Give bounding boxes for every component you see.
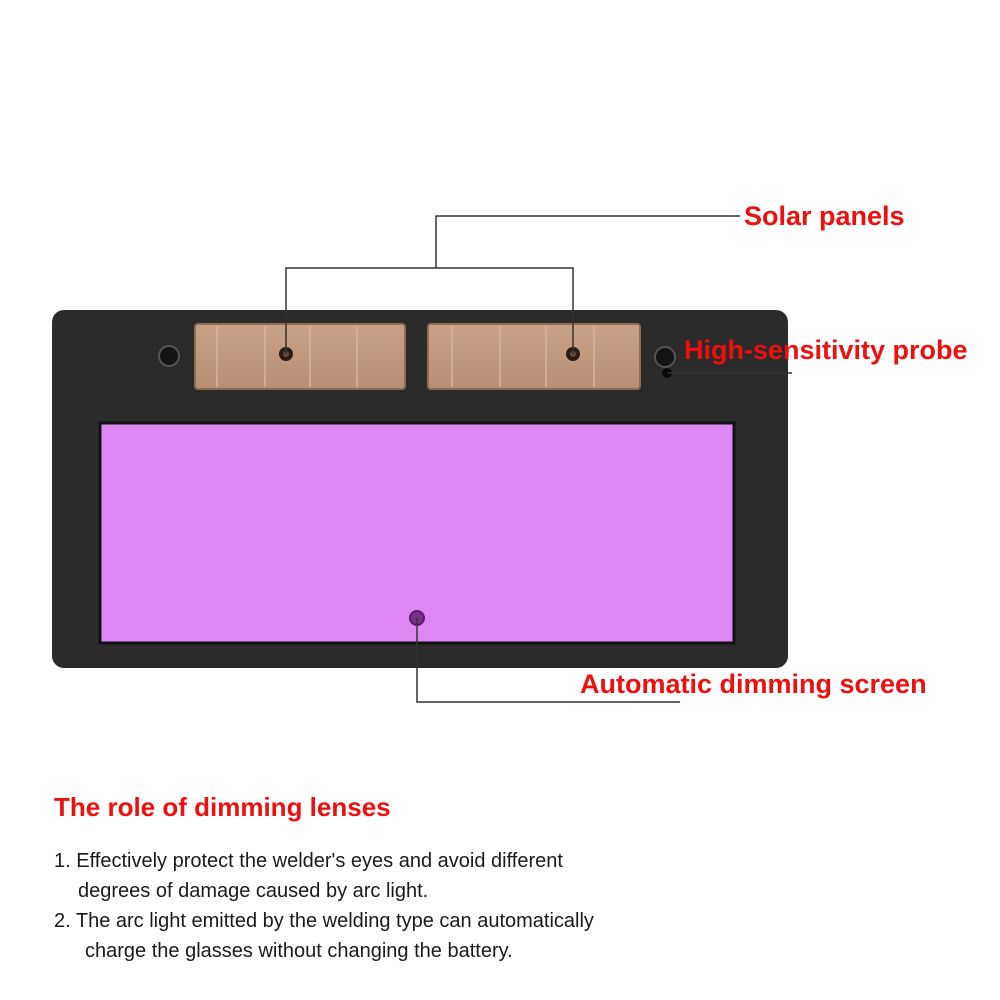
solar-panels-leader [285,215,740,354]
welding-filter-diagram [52,215,792,703]
dimming-screen-leader [416,618,680,703]
probe-sensor-left [158,345,180,367]
list-item-line: 1. Effectively protect the welder's eyes… [54,850,563,872]
solar-panel-right [427,323,641,390]
list-item-line: charge the glasses without changing the … [85,940,513,962]
role-list: 1. Effectively protect the welder's eyes… [54,846,754,966]
list-item-line: degrees of damage caused by arc light. [78,880,429,902]
list-item-line: 2. The arc light emitted by the welding … [54,910,594,932]
probe-sensor-right [654,346,676,368]
list-item: 2. The arc light emitted by the welding … [54,906,754,966]
dimming-screen-label: Automatic dimming screen [580,669,927,699]
solar-panel-left [194,323,406,390]
role-heading: The role of dimming lenses [54,792,391,822]
list-item: 1. Effectively protect the welder's eyes… [54,846,754,906]
solar-panels-label: Solar panels [744,201,905,231]
probe-label: High-sensitivity probe [684,335,968,365]
dimming-lens [98,421,736,645]
